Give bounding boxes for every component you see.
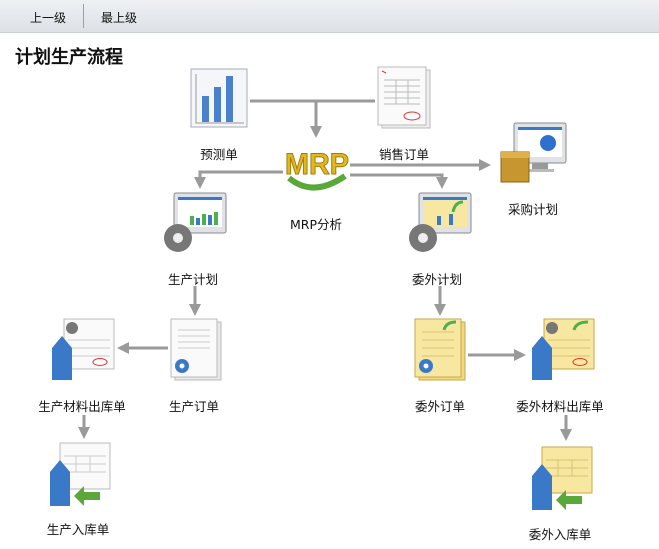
production-order-label: 生产订单 [168,399,220,414]
production-in-label: 生产入库单 [46,522,110,537]
outsource-order-label: 委外订单 [414,399,466,414]
connector-mrp-production-plan [194,170,283,189]
monitor-box-icon [500,122,567,183]
production-material-out-node[interactable] [50,318,118,382]
purchase-plan-label: 采购计划 [507,202,559,217]
forecast-label: 预测单 [200,147,238,162]
form-document-icon [377,66,431,129]
monitor-gear-yellow-icon [409,192,472,252]
warehouse-document-icon [52,318,115,380]
outsource-in-label: 委外入库单 [528,527,592,542]
production-plan-node[interactable] [160,192,228,258]
svg-text:MRP: MRP [285,148,349,181]
outsource-plan-node[interactable] [405,192,473,258]
mrp-node[interactable]: MRP [283,140,351,196]
monitor-gear-chart-icon [164,192,227,252]
page-title: 计划生产流程 [15,47,123,68]
outsource-plan-label: 委外计划 [411,272,463,287]
warehouse-yellow-document-icon [532,318,595,380]
production-order-node[interactable] [170,318,224,382]
top-level-button[interactable]: 最上级 [101,11,138,25]
production-material-out-label: 生产材料出库单 [38,399,126,414]
bar-chart-document-icon [190,68,248,128]
up-level-button[interactable]: 上一级 [30,11,67,25]
document-gear-icon [170,318,222,381]
mrp-logo-icon: MRP [285,148,350,191]
sales-order-node[interactable] [376,66,434,130]
production-plan-label: 生产计划 [167,272,219,287]
outsource-material-out-label: 委外材料出库单 [516,399,604,414]
connector-mrp-outsource-plan [350,173,448,189]
outsource-in-node[interactable] [530,446,596,512]
outsource-material-out-node[interactable] [530,318,598,382]
yellow-document-gear-icon [414,318,466,381]
toolbar-divider [83,4,84,28]
outsource-order-node[interactable] [414,318,468,382]
mrp-label: MRP分析 [289,217,343,232]
purchase-plan-node[interactable] [500,122,568,188]
sales-order-label: 销售订单 [378,147,430,162]
forecast-node[interactable] [190,68,250,130]
warehouse-in-yellow-icon [532,446,593,510]
warehouse-in-icon [50,442,111,506]
toolbar: 上一级 最上级 [0,0,659,33]
production-in-node[interactable] [48,442,114,508]
